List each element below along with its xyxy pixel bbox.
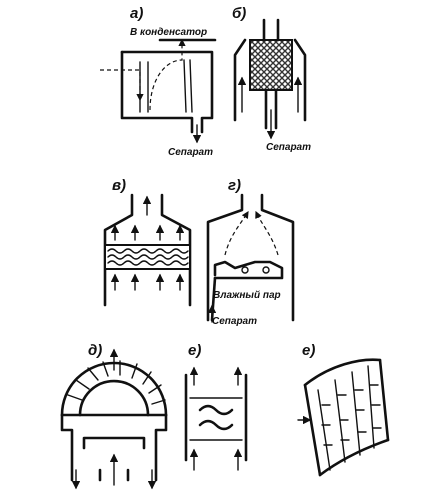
panel-e1: е) (184, 342, 248, 471)
panel-b-label: б) (232, 5, 246, 22)
panel-g-separate-caption: Сепарат (212, 316, 257, 327)
panel-e2-outer-arc-bottom (318, 438, 390, 477)
panel-a-inlet-baffle (139, 61, 149, 113)
panel-a-inner-baffle (183, 59, 193, 113)
panel-e2-outer-arc-top (303, 358, 382, 387)
panel-e2-side-walls (303, 358, 390, 477)
panel-b-left-wall (233, 38, 247, 122)
panel-e2-label: е) (302, 342, 315, 359)
panel-g-flow-left (224, 210, 249, 256)
panel-g: г) Влажный пар Сепарат (206, 177, 295, 327)
panel-g-nozzle-1 (241, 266, 249, 274)
panel-g-nozzle-2 (262, 266, 270, 274)
panel-d-label: д) (88, 342, 102, 359)
panel-b-mesh-pad (249, 39, 293, 91)
panel-d-inlet-pipe (98, 468, 130, 482)
panel-a-vapor-flow (149, 38, 186, 111)
panel-b-separate-caption: Сепарат (266, 142, 311, 153)
panel-e2: е) (297, 342, 390, 477)
panel-e1-label: е) (188, 342, 201, 359)
panel-d-left-wall (60, 413, 74, 482)
panel-g-label: г) (228, 177, 241, 194)
panel-g-flow-right (255, 210, 279, 256)
panel-d-inner-dome (78, 379, 150, 417)
panel-a-vessel-wall (120, 50, 214, 134)
panel-e2-hooks (321, 384, 382, 446)
panel-v-chevron-lines (107, 248, 189, 266)
panel-b-drain-pipe (264, 88, 278, 130)
panel-b: б) Сепарат (232, 5, 311, 153)
panel-v-label: в) (112, 177, 126, 194)
panel-a-label: а) (130, 5, 143, 22)
panel-b-right-wall (293, 38, 307, 122)
condenser-caption: В конденсатор (130, 27, 207, 38)
panel-e2-channels (317, 365, 375, 471)
panel-b-outlet-pipe (262, 18, 280, 42)
panel-d-inner-box (82, 436, 146, 450)
panel-d-right-wall (154, 413, 168, 482)
panel-a: а) В конденсатор Сепарат (100, 5, 217, 158)
panel-d: д) (60, 342, 168, 490)
panel-a-inlet-flow (100, 69, 144, 102)
panel-e1-wave-elements (198, 404, 234, 431)
panel-d-vanes (67, 360, 166, 405)
panel-g-steam-distributor (213, 260, 284, 280)
panel-a-separate-caption: Сепарат (168, 147, 213, 158)
steam-caption: Влажный пар (213, 290, 281, 301)
panel-e1-plates (189, 397, 243, 441)
panel-a-vessel-bottom (120, 50, 194, 134)
panel-g-right-wall (260, 193, 295, 322)
panel-d-outer-dome (60, 361, 168, 417)
panel-v: в) (103, 177, 192, 307)
panel-g-left-wall (206, 193, 244, 322)
